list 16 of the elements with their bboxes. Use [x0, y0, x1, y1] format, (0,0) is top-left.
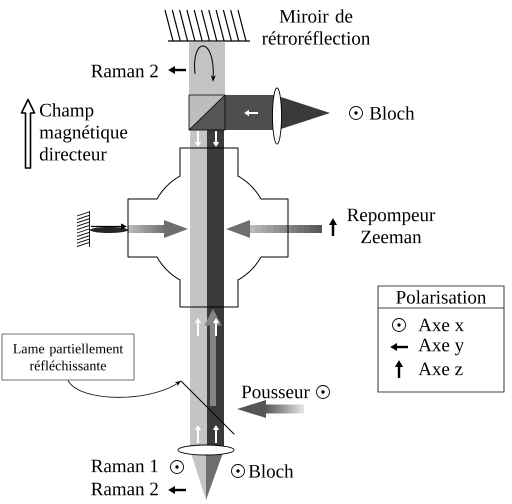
- legend-label: Axe y: [418, 338, 464, 356]
- beam-label: Raman 2: [91, 482, 158, 496]
- beam-label: Bloch: [370, 106, 414, 120]
- legend-title: Polarisation: [396, 290, 486, 304]
- legend-label: Axe z: [418, 362, 462, 376]
- vacuum-chamber: [128, 148, 288, 308]
- beam-label: Raman 1: [91, 460, 158, 472]
- legend-label: Axe x: [418, 318, 464, 332]
- beam-label: Bloch: [248, 464, 294, 478]
- beam-label: Repompeur Zeeman: [347, 208, 436, 244]
- field-label: Champ magnétique directeur: [40, 103, 128, 161]
- partial-mirror-plate: [180, 380, 235, 435]
- beam-label: Raman 2: [91, 64, 158, 78]
- leader-line: [68, 380, 181, 398]
- callout-box: Lame partiellement réfléchissante: [2, 334, 134, 380]
- mirror-label: Miroir de rétroréflection: [262, 9, 370, 45]
